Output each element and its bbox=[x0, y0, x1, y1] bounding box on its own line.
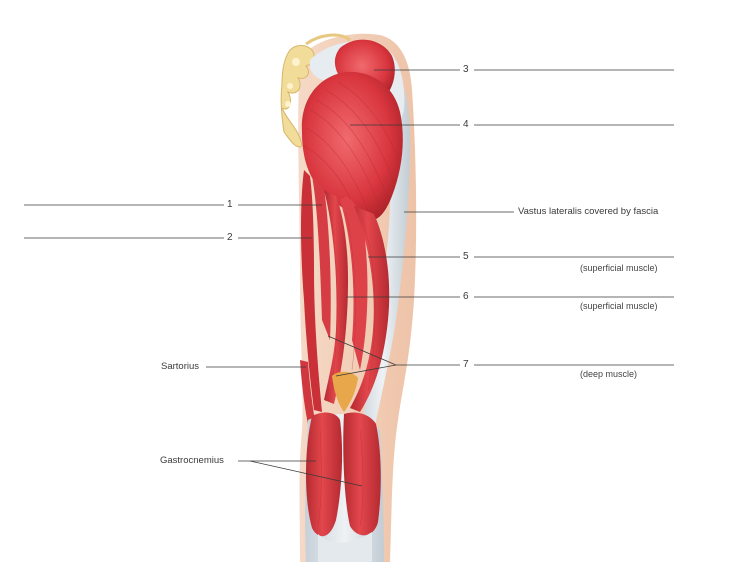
label-sartorius: Sartorius bbox=[161, 361, 200, 372]
label-gastrocnemius: Gastrocnemius bbox=[160, 455, 224, 466]
label-7-sub: (deep muscle) bbox=[580, 369, 638, 379]
popliteal-fossa bbox=[332, 371, 358, 412]
label-5-sub: (superficial muscle) bbox=[580, 263, 658, 273]
label-5: 5 bbox=[463, 251, 469, 262]
leader-7-a bbox=[327, 335, 397, 366]
label-1: 1 bbox=[227, 199, 233, 210]
pelvis-bone bbox=[280, 33, 351, 148]
label-2: 2 bbox=[227, 232, 233, 243]
gluteus-maximus bbox=[301, 71, 403, 221]
label-6: 6 bbox=[463, 291, 469, 302]
label-6-sub: (superficial muscle) bbox=[580, 301, 658, 311]
leader-7-b bbox=[335, 364, 397, 377]
leader-gastro-b bbox=[249, 460, 363, 487]
label-3: 3 bbox=[463, 64, 469, 75]
label-vastus-lateralis: Vastus lateralis covered by fascia bbox=[518, 206, 659, 217]
hamstring-group bbox=[301, 170, 390, 412]
gastrocnemius-muscle bbox=[306, 412, 381, 562]
leader-lines bbox=[24, 69, 674, 487]
label-4: 4 bbox=[463, 119, 469, 130]
label-7: 7 bbox=[463, 359, 469, 370]
